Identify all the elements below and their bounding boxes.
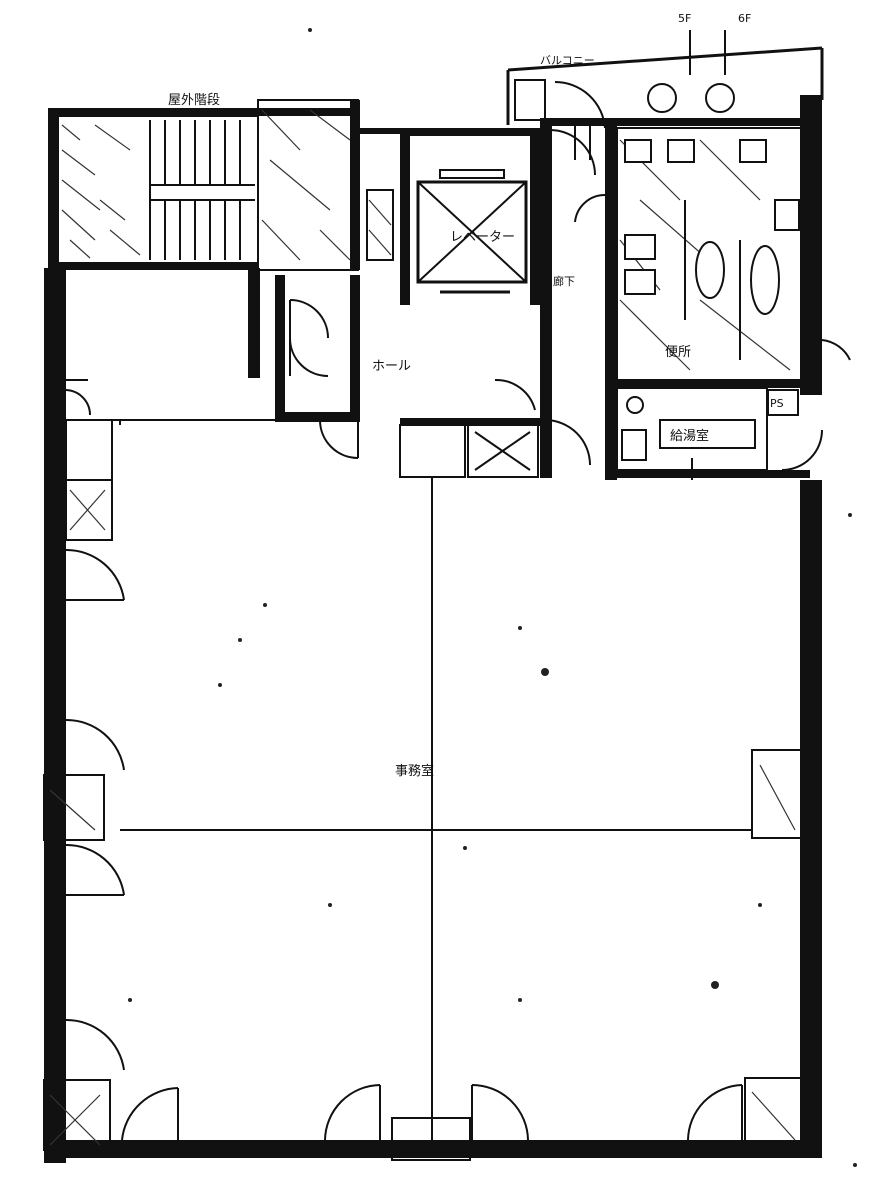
balcony: バルコニー 5F 6F [514, 12, 751, 129]
scan-noise [128, 28, 857, 1167]
ps-label-kitchen: PS [770, 397, 784, 410]
floor-label-6f: 6F [738, 12, 751, 25]
corridor: 廊下 [544, 125, 606, 466]
elevator: レベーター [416, 169, 528, 294]
pipe-shaft [366, 189, 394, 261]
toilet: 便所 [616, 127, 851, 381]
core-walls [248, 100, 812, 480]
kitchenette: 給湯室 PS [616, 387, 823, 480]
elevator-label: レベーター [450, 230, 515, 245]
kitchenette-label: 給湯室 [670, 428, 709, 444]
floor-label-5f: 5F [678, 12, 691, 25]
hall-label: ホール [372, 359, 411, 374]
toilet-label: 便所 [665, 345, 691, 360]
hall: ホール [289, 299, 536, 411]
outer-walls [44, 46, 824, 1163]
corridor-ps-boxes [399, 424, 539, 478]
stair-label: 屋外階段 [168, 93, 220, 108]
office-label: 事務室 [395, 763, 434, 779]
corridor-label: 廊下 [553, 274, 575, 288]
balcony-label: バルコニー [540, 54, 595, 67]
outdoor-stair: 屋外階段 [57, 93, 359, 271]
office: 事務室 [43, 419, 803, 1161]
